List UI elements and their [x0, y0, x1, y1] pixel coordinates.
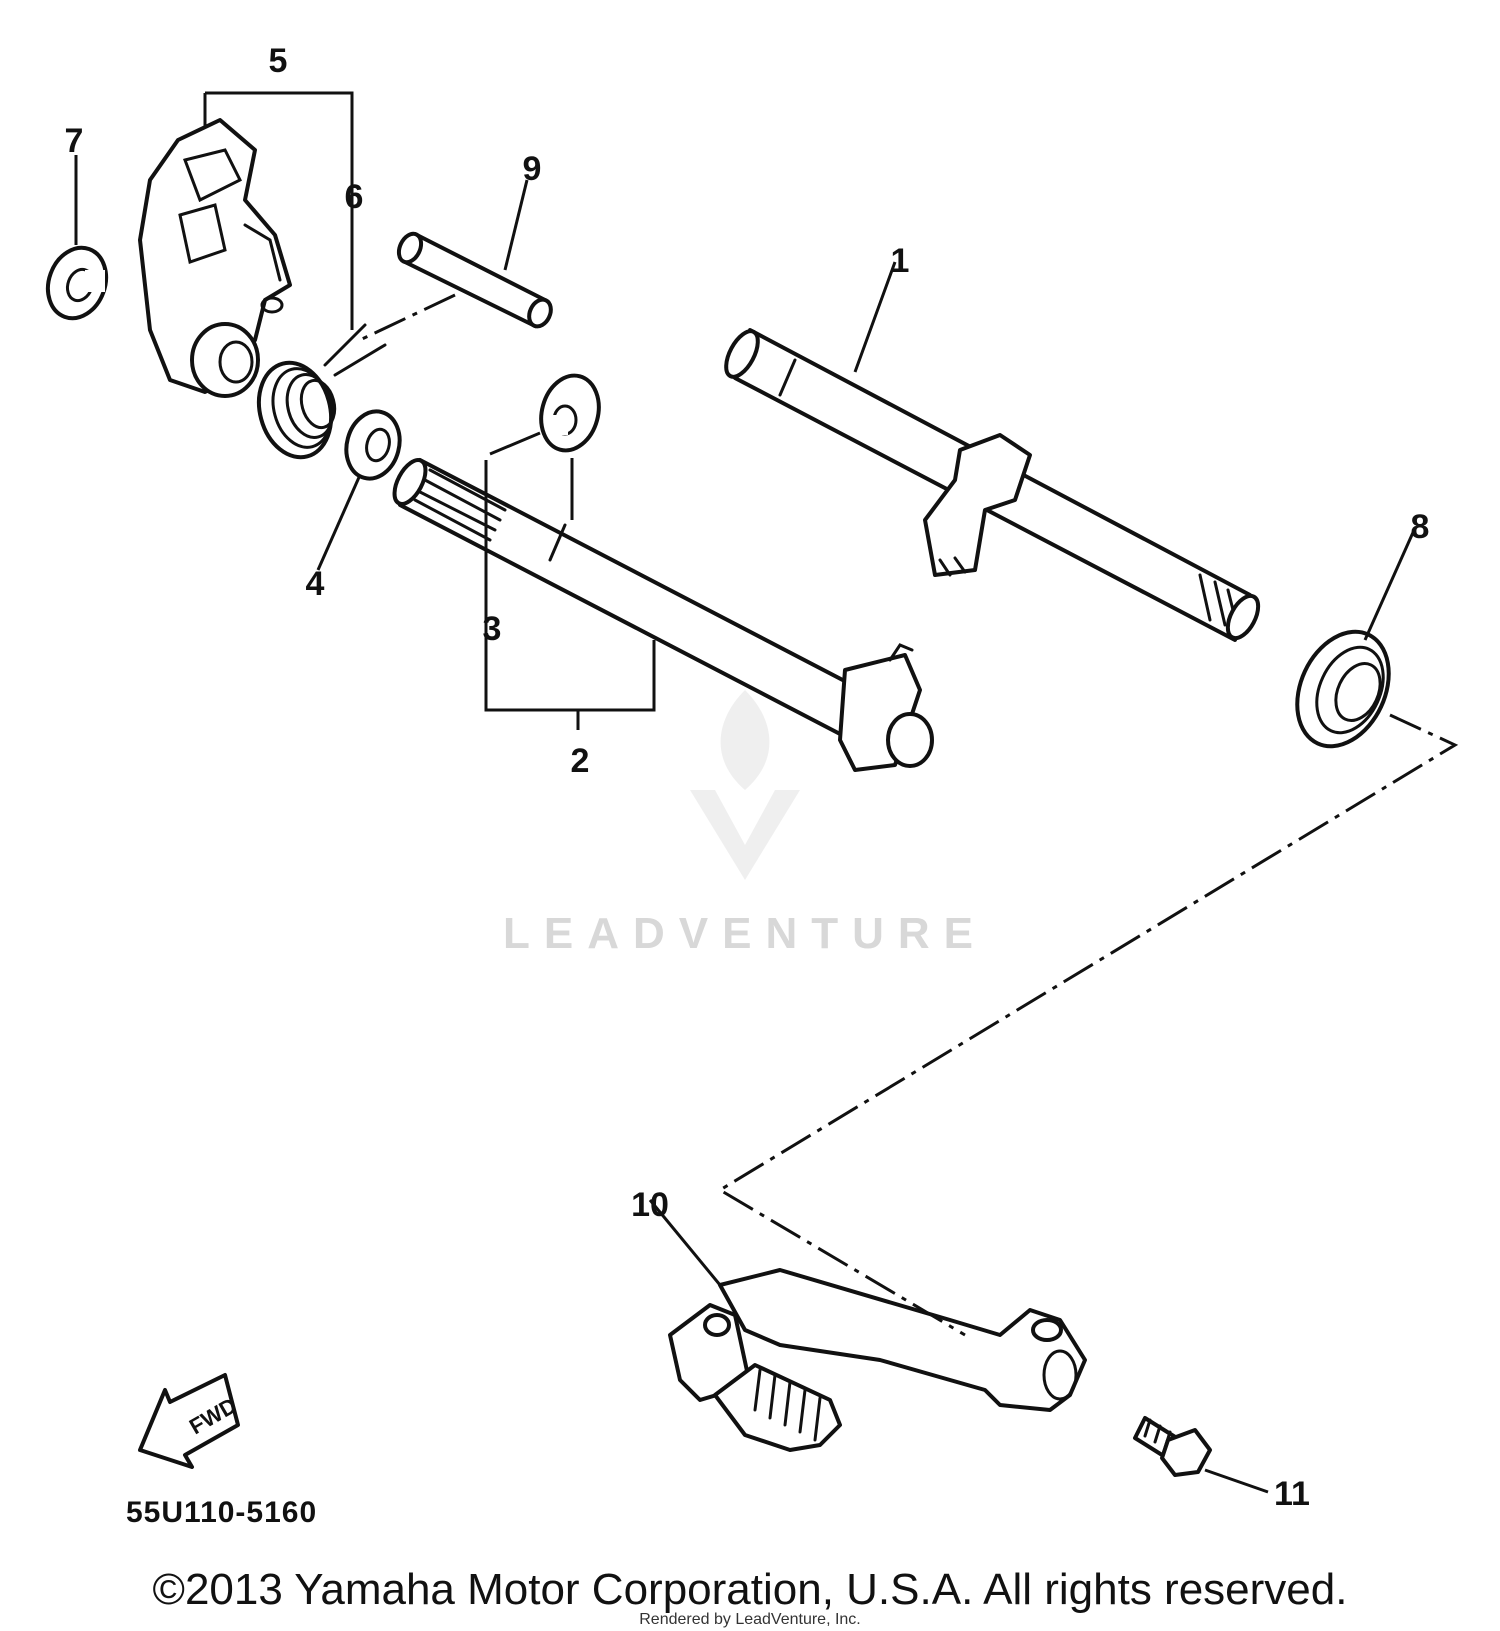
washer-4[interactable]: [339, 405, 407, 484]
leader-lines: [74, 91, 1417, 1494]
callout-8: 8: [1411, 508, 1430, 546]
callout-11: 11: [1274, 1475, 1310, 1513]
callout-6: 6: [345, 178, 364, 216]
callout-10: 10: [631, 1186, 669, 1224]
shift-shaft-2[interactable]: [388, 455, 934, 772]
callout-2: 2: [571, 742, 590, 780]
shift-shaft-1[interactable]: [720, 326, 1265, 643]
watermark-logo: [690, 690, 800, 880]
oil-seal-8[interactable]: [1280, 617, 1407, 761]
torsion-spring-6[interactable]: [249, 323, 387, 465]
callout-3: 3: [483, 610, 502, 648]
callout-9: 9: [523, 150, 542, 188]
copyright-notice: ©2013 Yamaha Motor Corporation, U.S.A. A…: [152, 1565, 1348, 1614]
watermark-text: LEADVENTURE: [503, 909, 987, 958]
callout-4: 4: [306, 565, 325, 603]
circlip-7[interactable]: [38, 240, 115, 327]
shift-pedal-10[interactable]: [668, 1268, 1087, 1452]
callout-1: 1: [891, 242, 910, 280]
circlip-3[interactable]: [533, 369, 607, 457]
assembly-lines: [359, 293, 1459, 1337]
fwd-arrow-icon: FWD: [138, 1373, 241, 1469]
rendered-by-note: Rendered by LeadVenture, Inc.: [639, 1611, 861, 1628]
callout-5: 5: [269, 42, 288, 80]
diagram-code: 55U110-5160: [126, 1496, 317, 1529]
bolt-11[interactable]: [1133, 1416, 1212, 1477]
callout-7: 7: [65, 122, 84, 160]
shift-lever-assy-5[interactable]: [138, 118, 292, 398]
pin-9[interactable]: [395, 230, 555, 330]
